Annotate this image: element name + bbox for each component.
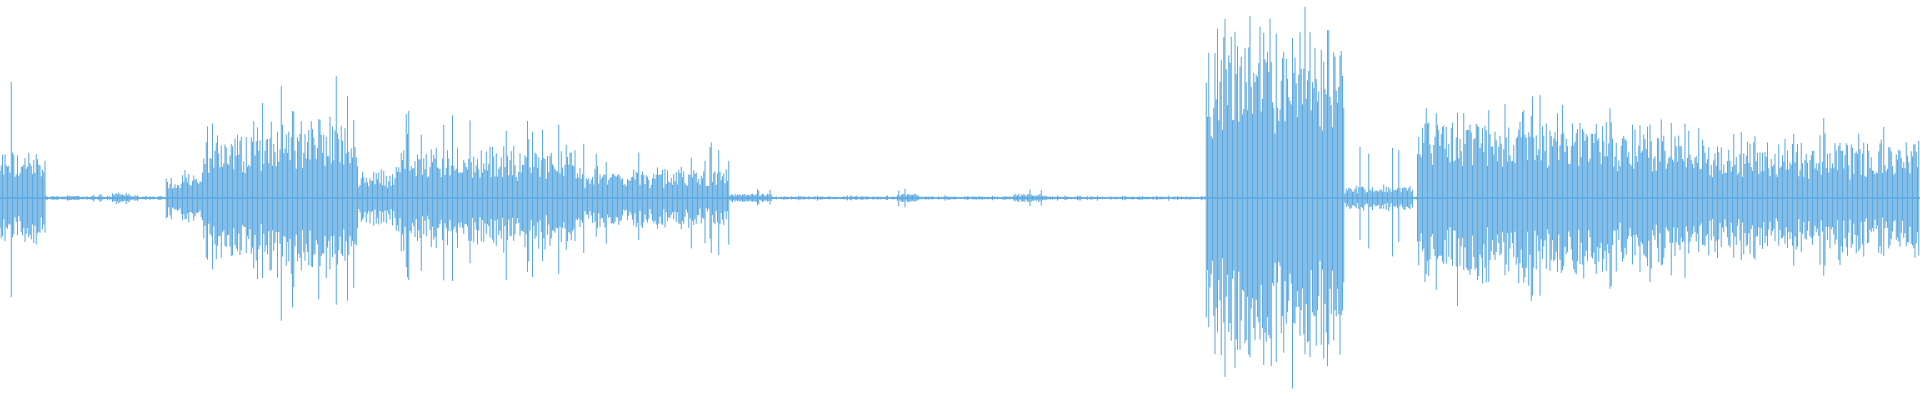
waveform-samples: [0, 6, 1920, 389]
waveform-path: [0, 6, 1920, 389]
